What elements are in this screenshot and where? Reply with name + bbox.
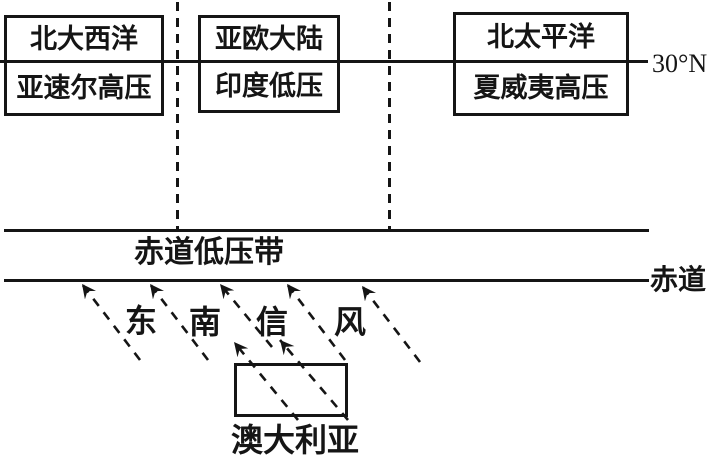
australia-wind-arrow [279, 339, 349, 421]
region-name: 北太平洋 [487, 22, 595, 52]
equator-line [4, 279, 649, 282]
trade-wind-arrow [218, 283, 274, 348]
trade-wind-char: 信 [256, 304, 289, 340]
trade-wind-char: 东 [125, 303, 158, 339]
trade-wind-arrow [360, 285, 422, 363]
australia-box [234, 363, 348, 417]
pressure-box-north-pacific: 北太平洋 夏威夷高压 [453, 12, 629, 116]
pressure-box-eurasia: 亚欧大陆 印度低压 [198, 15, 340, 113]
trade-wind-char: 风 [334, 304, 367, 340]
pressure-system-name: 印度低压 [215, 71, 323, 101]
equator-label: 赤道 [650, 265, 707, 296]
region-divider-dashed-line-right [388, 2, 391, 231]
equatorial-belt-top-line [4, 229, 649, 232]
equatorial-belt-label: 赤道低压带 [134, 236, 284, 269]
latitude-30n-label: 30°N [652, 49, 708, 78]
region-name: 北大西洋 [30, 23, 138, 54]
pressure-box-north-atlantic: 北大西洋 亚速尔高压 [4, 15, 164, 116]
pressure-system-name: 夏威夷高压 [473, 72, 609, 103]
pressure-system-name: 亚速尔高压 [16, 72, 152, 103]
trade-wind-char: 南 [189, 304, 222, 340]
region-name: 亚欧大陆 [215, 23, 323, 54]
latitude-30n-line [0, 60, 648, 63]
region-divider-dashed-line-left [176, 2, 179, 231]
australia-label: 澳大利亚 [231, 422, 360, 457]
